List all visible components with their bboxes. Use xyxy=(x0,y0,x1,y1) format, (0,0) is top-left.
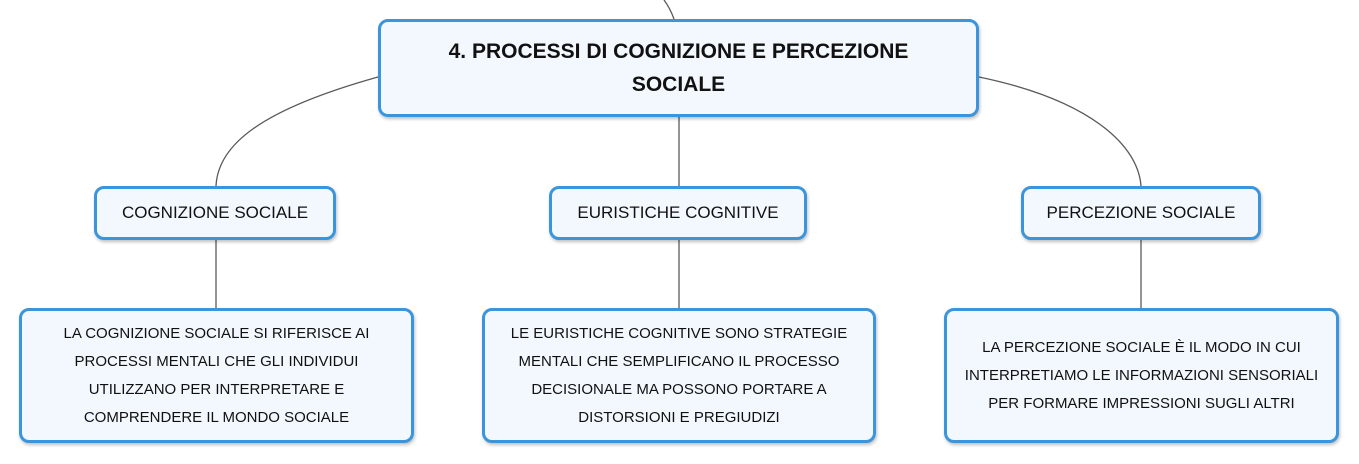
connector-parent-root xyxy=(663,0,675,20)
topic-cognizione-sociale[interactable]: COGNIZIONE SOCIALE xyxy=(94,186,336,240)
subtopic-text: LA PERCEZIONE SOCIALE È IL MODO IN CUI I… xyxy=(964,338,1319,412)
subtopic-cognizione-sociale-detail[interactable]: LA COGNIZIONE SOCIALE SI RIFERISCE AI PR… xyxy=(19,308,414,443)
topic-label: EURISTICHE COGNITIVE xyxy=(577,203,779,222)
subtopic-text: LE EURISTICHE COGNITIVE SONO STRATEGIE M… xyxy=(510,324,848,426)
root-topic[interactable]: 4. PROCESSI DI COGNIZIONE E PERCEZIONE S… xyxy=(378,19,979,117)
topic-percezione-sociale[interactable]: PERCEZIONE SOCIALE xyxy=(1021,186,1261,240)
subtopic-percezione-sociale-detail[interactable]: LA PERCEZIONE SOCIALE È IL MODO IN CUI I… xyxy=(944,308,1339,443)
subtopic-euristiche-cognitive-detail[interactable]: LE EURISTICHE COGNITIVE SONO STRATEGIE M… xyxy=(482,308,876,443)
topic-label: PERCEZIONE SOCIALE xyxy=(1046,203,1236,222)
subtopic-text: LA COGNIZIONE SOCIALE SI RIFERISCE AI PR… xyxy=(63,324,370,426)
connector-root-percezione xyxy=(978,76,1142,187)
topic-label: COGNIZIONE SOCIALE xyxy=(121,203,309,222)
topic-euristiche-cognitive[interactable]: EURISTICHE COGNITIVE xyxy=(549,186,807,240)
connector-root-cognizione xyxy=(215,76,379,187)
root-title: 4. PROCESSI DI COGNIZIONE E PERCEZIONE S… xyxy=(448,40,909,96)
